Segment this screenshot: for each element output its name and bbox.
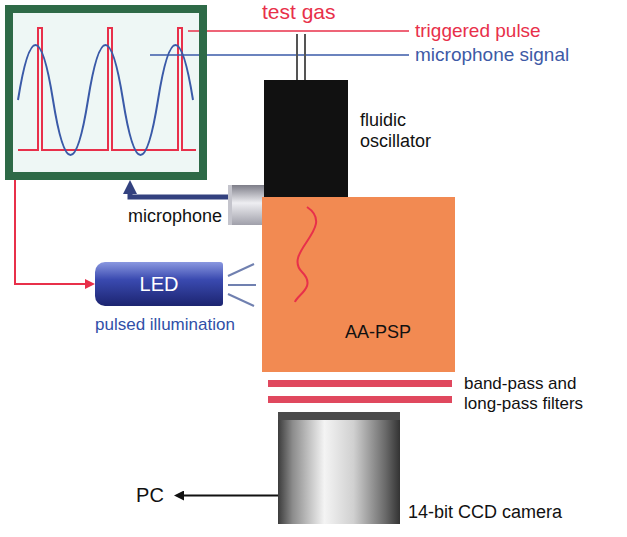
- microphone-trace: [18, 45, 193, 155]
- signal-label: triggered pulse: [415, 20, 541, 42]
- light-ray: [228, 284, 256, 286]
- scope-screen: [13, 13, 199, 172]
- illumination-label: pulsed illumination: [95, 316, 235, 335]
- filter-plate: [268, 396, 452, 403]
- part-label: band-pass and long-pass filters: [464, 374, 616, 413]
- leader-line: [188, 30, 409, 32]
- microphone: microphone: [228, 185, 264, 225]
- gas-inlet-label: test gas: [262, 0, 336, 23]
- part-label: LED: [140, 273, 179, 296]
- gas-tube: [296, 34, 298, 80]
- gas-tube: [304, 34, 306, 80]
- part-label: fluidic oscillator: [360, 110, 465, 151]
- ccd-camera: 14-bit CCD camera: [278, 412, 400, 524]
- led-light: LED: [95, 262, 223, 306]
- light-ray: [228, 264, 254, 276]
- filter-plate: [268, 380, 452, 387]
- signal-arrow: [130, 187, 228, 197]
- signal-label: microphone signal: [415, 44, 569, 66]
- fluidic-oscillator: fluidic oscillator: [264, 80, 348, 197]
- oscilloscope: triggered pulsemicrophone signal: [5, 5, 207, 180]
- signal-arrow: [15, 180, 90, 284]
- signal-arrow: [179, 495, 278, 497]
- optical-filters: band-pass and long-pass filters: [268, 378, 452, 406]
- computer: PC: [128, 480, 172, 511]
- oscillating-jet: [295, 207, 316, 302]
- part-label: microphone: [128, 206, 222, 227]
- leader-line: [150, 54, 409, 56]
- part-label: AA-PSP: [345, 322, 411, 343]
- part-label: PC: [136, 484, 164, 507]
- psp-sample: AA-PSP: [262, 197, 455, 372]
- light-ray: [228, 294, 254, 306]
- part-label: 14-bit CCD camera: [408, 502, 562, 523]
